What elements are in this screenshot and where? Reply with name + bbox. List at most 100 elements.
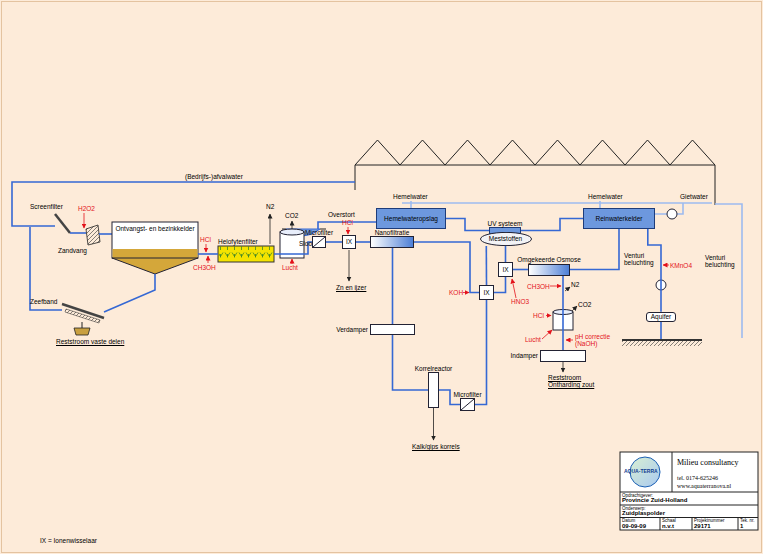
- drawing-stroke: [433, 408, 434, 440]
- drawing-stroke: [12, 182, 355, 226]
- drawing-stroke: [572, 306, 577, 311]
- label-text: Lucht: [525, 336, 541, 343]
- pipe-connector: [393, 335, 429, 390]
- ellipse-shape: [480, 232, 531, 245]
- box-heading: Helofytenfilter: [218, 238, 258, 245]
- process-box: Indamper: [540, 350, 586, 362]
- drawing-stroke: [563, 362, 564, 372]
- drawing-stroke: [620, 492, 758, 493]
- label-text: Provincie Zuid-Holland: [622, 497, 687, 504]
- label-text: Opdrachtgever:: [622, 493, 653, 498]
- label-text: Reststroom vaste delen: [56, 338, 124, 345]
- process-box: Aquifer: [646, 312, 676, 322]
- drawing-stroke: [55, 214, 70, 233]
- drawing-stroke: [99, 233, 112, 235]
- drawing-stroke: [74, 328, 90, 335]
- drawing-stroke: [411, 201, 600, 208]
- label-text: KOH: [449, 289, 463, 296]
- label-text: Zn en ijzer: [336, 284, 366, 291]
- label-text: CH3OH: [193, 264, 216, 271]
- process-box: Ontvangst- en bezinkkelder: [112, 222, 198, 258]
- label-text: 29171: [694, 523, 711, 530]
- drawing-stroke: [355, 140, 715, 165]
- filter-diagonal: [461, 399, 474, 410]
- label-text: Zandvang: [58, 247, 87, 254]
- drawing-stroke: [622, 339, 702, 341]
- drawing-stroke: [30, 227, 62, 310]
- process-box: Meststoffen: [480, 232, 532, 246]
- label-text: Venturi beluchting: [624, 252, 658, 267]
- filter-symbol: [461, 399, 474, 410]
- drawing-stroke: [715, 204, 742, 338]
- pipe-connector: [562, 276, 564, 351]
- label-text: IX = Ionenwisselaar: [40, 537, 97, 544]
- drawing-stroke: [738, 518, 739, 531]
- box-heading: Microfilter: [305, 229, 333, 236]
- drawing-stroke: [104, 274, 155, 312]
- box-label: IX: [502, 266, 508, 273]
- label-text: n.v.t: [662, 523, 674, 530]
- label-text: 09-09-09: [622, 523, 646, 530]
- box-heading: Omgekeerde Osmose: [517, 256, 581, 263]
- label-text: Venturi beluchting: [705, 254, 739, 269]
- drawing-stroke: [550, 286, 561, 287]
- box-label: IX: [483, 289, 489, 296]
- drawing-stroke: [113, 249, 198, 258]
- box-heading: Korrelreactor: [415, 365, 453, 372]
- filter-symbol: [313, 237, 325, 247]
- box-label: Reinwaterkelder: [596, 215, 643, 222]
- label-text: AQUA-TERRA: [624, 469, 658, 475]
- label-text: Reststroom Ontharding zout: [548, 374, 600, 389]
- box-heading: Microfilter: [453, 391, 481, 398]
- label-text: HCl: [533, 312, 544, 319]
- label-text: KMnO4: [670, 262, 692, 269]
- label-text: HNO3: [511, 298, 529, 305]
- box-label: Meststoffen: [489, 235, 522, 242]
- box-heading: Nanofiltratie: [375, 229, 410, 236]
- box-heading: Verdamper: [336, 326, 368, 333]
- drawing-stroke: [660, 322, 662, 340]
- process-box: IX: [342, 235, 356, 249]
- pipe-connector: [446, 219, 489, 231]
- drawing-stroke: [620, 517, 758, 518]
- box-heading: UV systeem: [487, 220, 522, 227]
- label-text: Kalk/gips korrels: [412, 443, 460, 450]
- label-text: Hemelwater: [588, 193, 623, 200]
- drawing-stroke: [65, 309, 100, 323]
- pipe-connector: [391, 248, 393, 324]
- drawing-stroke: [512, 279, 516, 298]
- label-text: www.aquaterranova.nl: [677, 483, 731, 490]
- drawing-stroke: [292, 259, 293, 264]
- drawing-stroke: [660, 518, 661, 531]
- pipe-connector: [356, 241, 370, 243]
- drawing-stroke: [402, 202, 712, 204]
- box-label: Ontvangst- en bezinkkelder: [115, 225, 194, 232]
- label-text: tel. 0174-625246: [677, 475, 718, 482]
- label-text: CO2: [285, 212, 298, 219]
- drawing-stroke: [565, 287, 570, 291]
- drawing-stroke: [82, 322, 83, 328]
- label-text: N2: [266, 203, 274, 210]
- drawing-stroke: [672, 452, 673, 492]
- process-box: Korrelreactor: [428, 372, 439, 408]
- drawing-stroke: [349, 250, 350, 281]
- process-box: Nanofiltratie: [370, 236, 414, 248]
- label-text: Onderwerp:: [622, 506, 646, 511]
- process-box: Reinwaterkelder: [583, 208, 655, 229]
- pipe-connector: [485, 246, 487, 285]
- label-text: Gietwater: [680, 193, 708, 200]
- drawing-stroke: [280, 229, 304, 235]
- drawing-stroke: [463, 292, 469, 293]
- pipe-connector: [648, 229, 661, 312]
- process-box: Omgekeerde Osmose: [528, 264, 570, 276]
- box-label: Aquifer: [651, 313, 672, 320]
- drawing-stroke: [692, 518, 693, 531]
- pipe-connector: [570, 229, 619, 270]
- drawing-stroke: [663, 265, 669, 266]
- drawing-stroke: [70, 232, 86, 234]
- drawing-stroke: [546, 315, 551, 316]
- process-box: Hemelwateropslag: [376, 208, 446, 229]
- label-text: HCl: [342, 219, 353, 226]
